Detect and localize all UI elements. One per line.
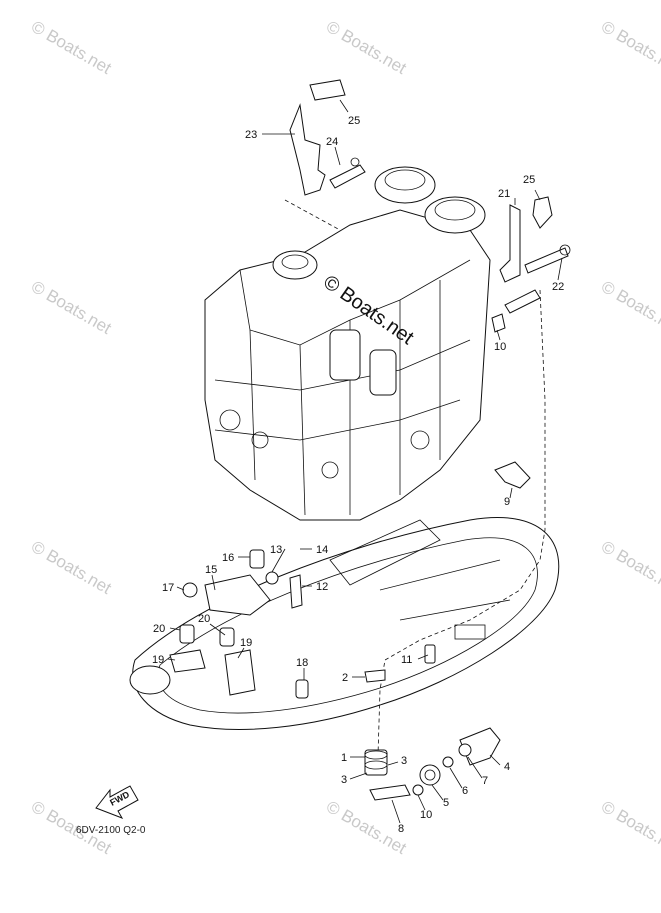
callout-13: 13 (270, 544, 282, 556)
watermark: © Boats.net (323, 797, 410, 858)
callout-12: 12 (316, 581, 328, 593)
callout-9: 9 (504, 496, 510, 508)
callout-18: 18 (296, 657, 308, 669)
bottom-cowling (129, 516, 560, 730)
bracket-assembly-top-right (491, 196, 571, 489)
callout-10: 10 (420, 809, 432, 821)
callout-17: 17 (162, 582, 174, 594)
callout-10: 10 (494, 341, 506, 353)
watermark: © Boats.net (598, 17, 661, 78)
callout-23: 23 (245, 129, 257, 141)
callout-15: 15 (205, 564, 217, 576)
engine-block (204, 166, 491, 521)
callout-21: 21 (498, 188, 510, 200)
diagram-code: 6DV-2100 Q2-0 (76, 825, 146, 836)
callout-3: 3 (401, 755, 407, 767)
watermark: © Boats.net (598, 797, 661, 858)
callout-4: 4 (504, 761, 510, 773)
lower-parts (364, 727, 501, 801)
watermark: © Boats.net (28, 277, 115, 338)
callout-1: 1 (341, 752, 347, 764)
callout-14: 14 (316, 544, 328, 556)
callout-labels: 25 23 24 21 25 22 10 9 16 13 14 17 15 12… (152, 115, 564, 835)
watermark: © Boats.net (28, 17, 115, 78)
callout-25: 25 (523, 174, 535, 186)
watermark: © Boats.net (28, 537, 115, 598)
watermark: © Boats.net (598, 537, 661, 598)
callout-11: 11 (401, 654, 412, 666)
callout-5: 5 (443, 797, 449, 809)
callout-19: 19 (240, 637, 252, 649)
callout-16: 16 (222, 552, 234, 564)
fwd-arrow-icon: FWD (95, 785, 139, 819)
watermark: © Boats.net (323, 17, 410, 78)
callout-19: 19 (152, 654, 164, 666)
routing-line (284, 199, 341, 231)
callout-20: 20 (198, 613, 210, 625)
left-small-parts (169, 549, 436, 699)
leader-lines (167, 99, 563, 824)
callout-24: 24 (326, 136, 338, 148)
callout-25: 25 (348, 115, 360, 127)
callout-2: 2 (342, 672, 348, 684)
callout-7: 7 (482, 775, 488, 787)
watermark: © Boats.net (598, 277, 661, 338)
routing-line (377, 289, 546, 756)
callout-20: 20 (153, 623, 165, 635)
callout-3: 3 (341, 774, 347, 786)
callout-8: 8 (398, 823, 404, 835)
callout-22: 22 (552, 281, 564, 293)
bracket-assembly-top-left (289, 79, 366, 196)
callout-6: 6 (462, 785, 468, 797)
